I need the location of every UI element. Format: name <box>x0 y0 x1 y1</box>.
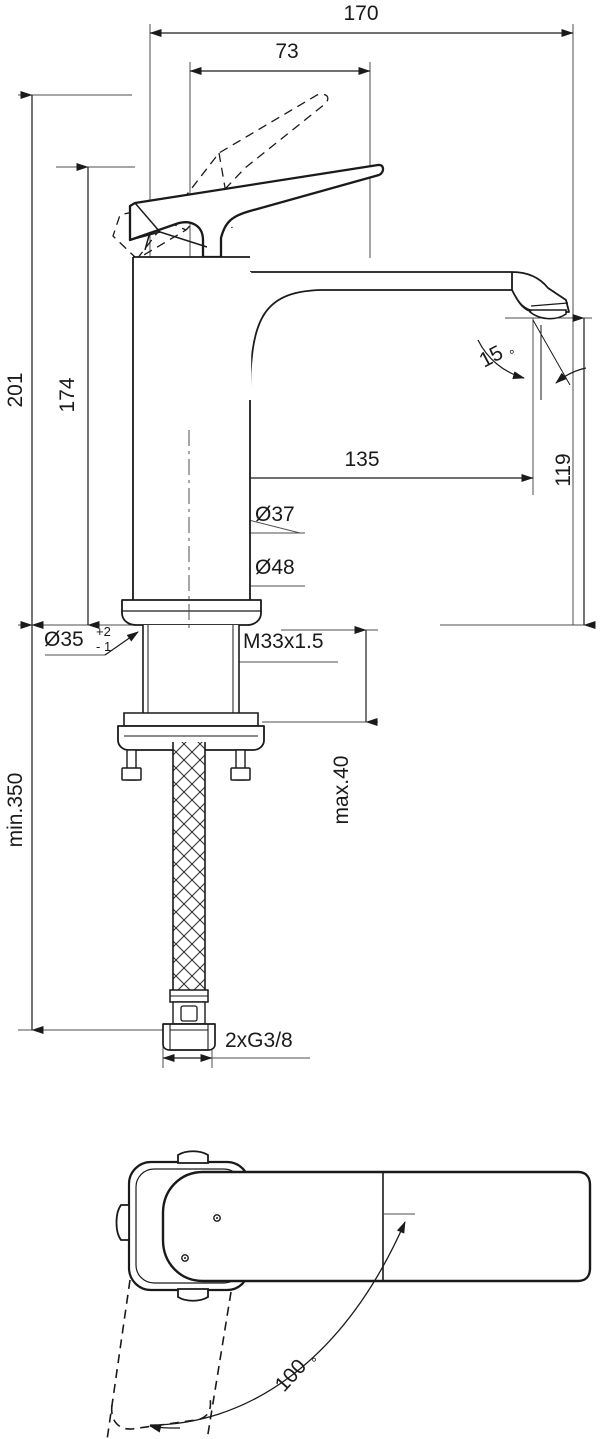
dimension-label-hole-tol-minus: - 1 <box>96 639 111 654</box>
hose-connector <box>162 989 216 1051</box>
faucet-body <box>132 256 251 600</box>
dimension-label-body-diameter-upper: Ø37 <box>255 503 295 526</box>
degree-symbol-aerator: ° <box>507 346 519 363</box>
dimension-label-spout-height: 119 <box>552 453 575 486</box>
dimension-min-hose-length: min.350 <box>4 621 44 1034</box>
dimension-label-swivel-angle: 100 <box>271 1355 312 1396</box>
degree-symbol-swivel: ° <box>308 1354 324 1369</box>
deck-plate <box>121 599 262 626</box>
dimension-label-body-height: 174 <box>56 377 79 412</box>
spout-swivelled-dashed <box>106 1279 232 1439</box>
dimension-label-spout-reach: 135 <box>344 448 379 471</box>
elevation-view <box>112 93 570 1051</box>
spout-arm <box>248 271 512 401</box>
dimension-label-min-hose-length: min.350 <box>4 773 27 848</box>
dimension-label-overall-height: 201 <box>4 372 27 407</box>
plan-spout <box>161 1170 592 1283</box>
dimension-label-body-diameter-base: Ø48 <box>255 556 295 579</box>
clamp-studs <box>121 749 251 781</box>
dimension-handle-reach: 73 <box>189 40 371 75</box>
dimension-hole-diameter: Ø35 +2 - 1 <box>44 624 139 656</box>
dimension-label-hole-tol-plus: +2 <box>96 624 111 639</box>
handle-lever <box>128 163 385 259</box>
braided-hose <box>172 742 206 992</box>
dimension-label-handle-reach: 73 <box>275 40 298 63</box>
dimension-overall-height: 201 <box>4 91 44 629</box>
threaded-shank <box>142 625 240 715</box>
dimension-overall-width: 170 <box>149 2 574 37</box>
dimension-label-max-deck-thickness: max.40 <box>330 756 353 825</box>
dimension-label-hole-diameter: Ø35 <box>44 628 84 651</box>
dimension-extension-lines <box>18 24 592 1031</box>
dimension-aerator-angle: 15 ° <box>476 319 587 400</box>
dimension-label-supply-connection: 2xG3/8 <box>225 1029 293 1052</box>
plan-view: 100 ° <box>106 1150 592 1439</box>
dimension-label-thread: M33x1.5 <box>243 630 324 653</box>
dimension-max-deck-thickness: max.40 <box>330 626 378 825</box>
spout-aerator <box>511 271 570 320</box>
dimension-label-overall-width: 170 <box>343 2 378 25</box>
dimension-spout-height: 119 <box>552 314 596 629</box>
dimension-body-height: 174 <box>56 163 100 629</box>
mounting-bracket <box>117 712 265 751</box>
